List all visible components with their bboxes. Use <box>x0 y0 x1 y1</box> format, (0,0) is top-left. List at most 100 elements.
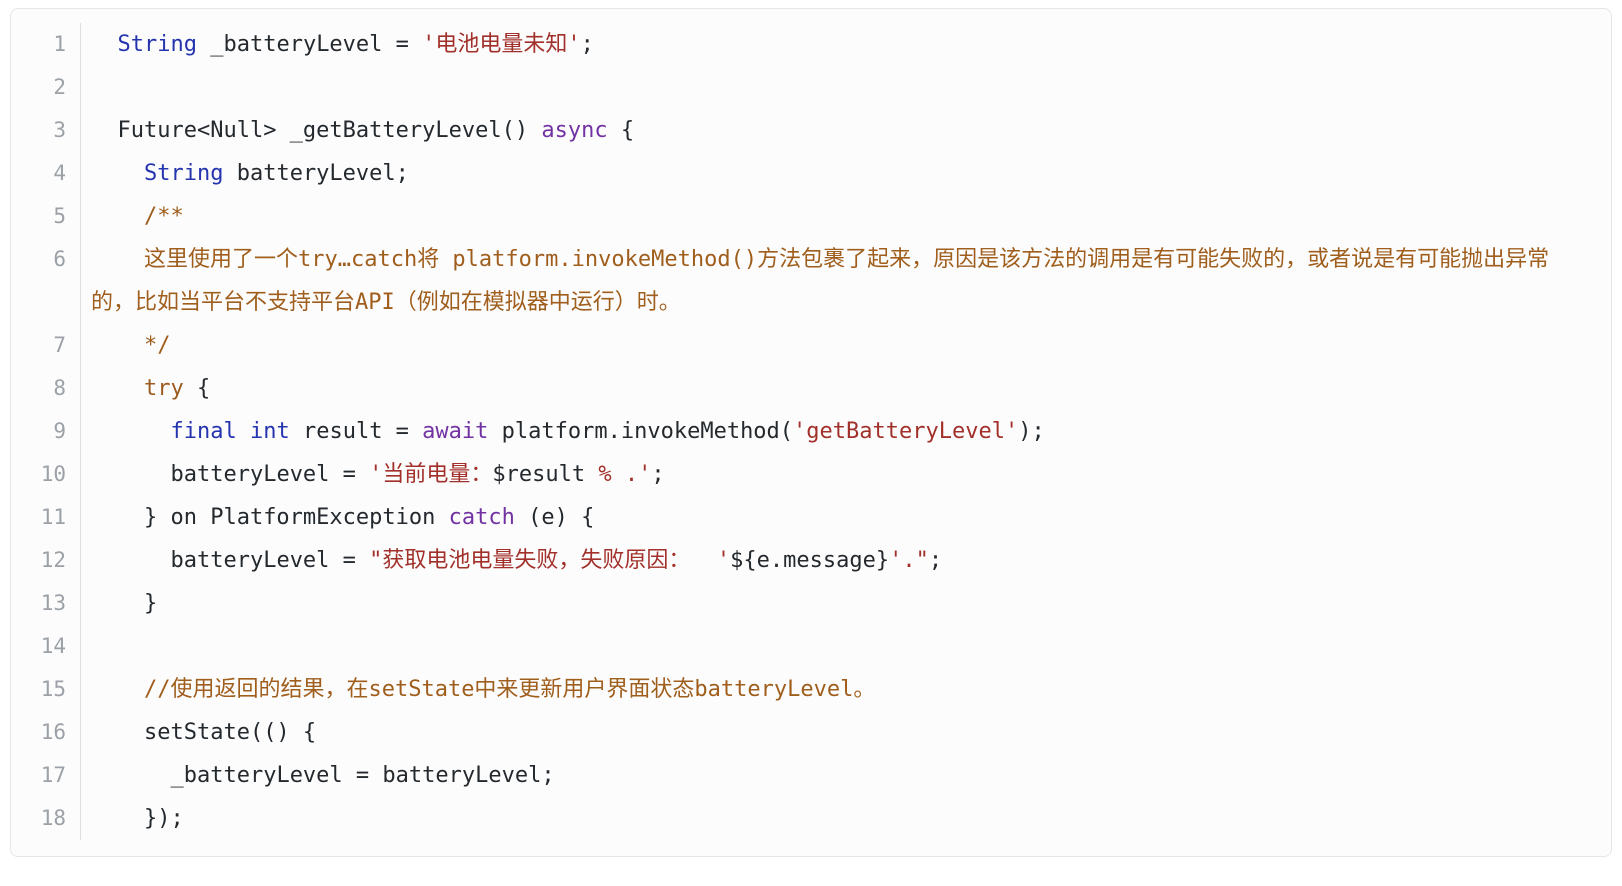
code-token: */ <box>143 333 171 358</box>
line-number: 15 <box>11 668 81 711</box>
code-token: batteryLevel = <box>91 462 370 487</box>
code-row: 10 batteryLevel = '当前电量：$result % .'; <box>11 453 1611 496</box>
code-row: 11 } on PlatformException catch (e) { <box>11 496 1611 539</box>
code-token: '当前电量： <box>369 462 493 487</box>
line-number: 11 <box>11 496 81 539</box>
line-number: 3 <box>11 109 81 152</box>
code-line: Future<Null> _getBatteryLevel() async { <box>81 109 1611 152</box>
code-token: _batteryLevel = batteryLevel; <box>91 763 555 788</box>
code-token: final <box>170 419 237 444</box>
code-token: "获取电池电量失败，失败原因： ' <box>369 548 731 573</box>
code-line: }); <box>81 797 1611 840</box>
code-token: ; <box>928 548 943 573</box>
code-token <box>91 32 118 57</box>
code-row: 15 //使用返回的结果，在setState中来更新用户界面状态batteryL… <box>11 668 1611 711</box>
code-line: setState(() { <box>81 711 1611 754</box>
code-line: } on PlatformException catch (e) { <box>81 496 1611 539</box>
code-token <box>91 677 144 702</box>
code-line: //使用返回的结果，在setState中来更新用户界面状态batteryLeve… <box>81 668 1611 711</box>
code-token: String <box>117 32 197 57</box>
code-line: 这里使用了一个try…catch将 platform.invokeMethod(… <box>81 238 1611 324</box>
code-token: try <box>143 376 184 401</box>
code-token <box>91 333 144 358</box>
code-token <box>91 419 170 444</box>
code-row: 18 }); <box>11 797 1611 840</box>
code-token: ; <box>580 32 594 57</box>
code-token: ${e.message} <box>730 548 890 573</box>
code-token: _batteryLevel = <box>196 32 423 57</box>
line-number: 8 <box>11 367 81 410</box>
code-token: int <box>249 419 290 444</box>
code-row: 9 final int result = await platform.invo… <box>11 410 1611 453</box>
code-token: ); <box>1018 419 1045 444</box>
code-row: 16 setState(() { <box>11 711 1611 754</box>
code-row: 3 Future<Null> _getBatteryLevel() async … <box>11 109 1611 152</box>
code-row: 14 <box>11 625 1611 668</box>
code-line: */ <box>81 324 1611 367</box>
code-token: { <box>183 376 211 401</box>
code-row: 17 _batteryLevel = batteryLevel; <box>11 754 1611 797</box>
code-row: 8 try { <box>11 367 1611 410</box>
code-row: 12 batteryLevel = "获取电池电量失败，失败原因： '${e.m… <box>11 539 1611 582</box>
code-line: String batteryLevel; <box>81 152 1611 195</box>
code-token <box>237 419 250 444</box>
code-line <box>81 66 1611 109</box>
code-token: async <box>541 118 608 143</box>
code-token: '电池电量未知' <box>422 32 581 57</box>
line-number: 6 <box>11 238 81 324</box>
code-line: batteryLevel = "获取电池电量失败，失败原因： '${e.mess… <box>81 539 1611 582</box>
code-token: batteryLevel; <box>223 161 409 186</box>
code-token: $result <box>492 462 586 487</box>
line-number: 4 <box>11 152 81 195</box>
line-number: 9 <box>11 410 81 453</box>
code-row: 13 } <box>11 582 1611 625</box>
code-line: String _batteryLevel = '电池电量未知'; <box>81 23 1611 66</box>
code-token <box>91 204 144 229</box>
code-token: ; <box>651 462 665 487</box>
code-token: '." <box>889 548 929 573</box>
code-row: 7 */ <box>11 324 1611 367</box>
line-number: 16 <box>11 711 81 754</box>
code-token <box>91 376 144 401</box>
code-token: await <box>422 419 489 444</box>
line-number: 13 <box>11 582 81 625</box>
line-number: 17 <box>11 754 81 797</box>
line-number: 14 <box>11 625 81 668</box>
code-row: 6 这里使用了一个try…catch将 platform.invokeMetho… <box>11 238 1611 324</box>
code-token: Future<Null> _getBatteryLevel() <box>91 118 542 143</box>
code-token <box>91 247 144 272</box>
line-number: 2 <box>11 66 81 109</box>
code-token: /** <box>143 204 184 229</box>
code-token: } on PlatformException <box>91 505 449 530</box>
line-number: 7 <box>11 324 81 367</box>
code-token: //使用返回的结果，在setState中来更新用户界面状态batteryLeve… <box>143 677 876 702</box>
code-line: try { <box>81 367 1611 410</box>
code-token: }); <box>91 806 184 831</box>
code-line: _batteryLevel = batteryLevel; <box>81 754 1611 797</box>
code-token: result = <box>289 419 423 444</box>
code-line <box>81 625 1611 668</box>
code-token: setState(() { <box>91 720 317 745</box>
code-line: /** <box>81 195 1611 238</box>
code-row: 5 /** <box>11 195 1611 238</box>
code-token: } <box>91 591 158 616</box>
code-token: (e) { <box>514 505 595 530</box>
code-token: 'getBatteryLevel' <box>793 419 1019 444</box>
code-token: String <box>143 161 224 186</box>
code-row: 4 String batteryLevel; <box>11 152 1611 195</box>
code-token: 这里使用了一个try…catch将 platform.invokeMethod(… <box>91 247 1550 315</box>
code-row: 2 <box>11 66 1611 109</box>
code-token: batteryLevel = <box>91 548 370 573</box>
code-line: batteryLevel = '当前电量：$result % .'; <box>81 453 1611 496</box>
code-token <box>91 161 144 186</box>
code-token: { <box>607 118 635 143</box>
code-token: % .' <box>585 462 652 487</box>
code-row: 1 String _batteryLevel = '电池电量未知'; <box>11 23 1611 66</box>
line-number: 18 <box>11 797 81 840</box>
line-number: 12 <box>11 539 81 582</box>
code-token: platform.invokeMethod( <box>488 419 794 444</box>
line-number: 1 <box>11 23 81 66</box>
